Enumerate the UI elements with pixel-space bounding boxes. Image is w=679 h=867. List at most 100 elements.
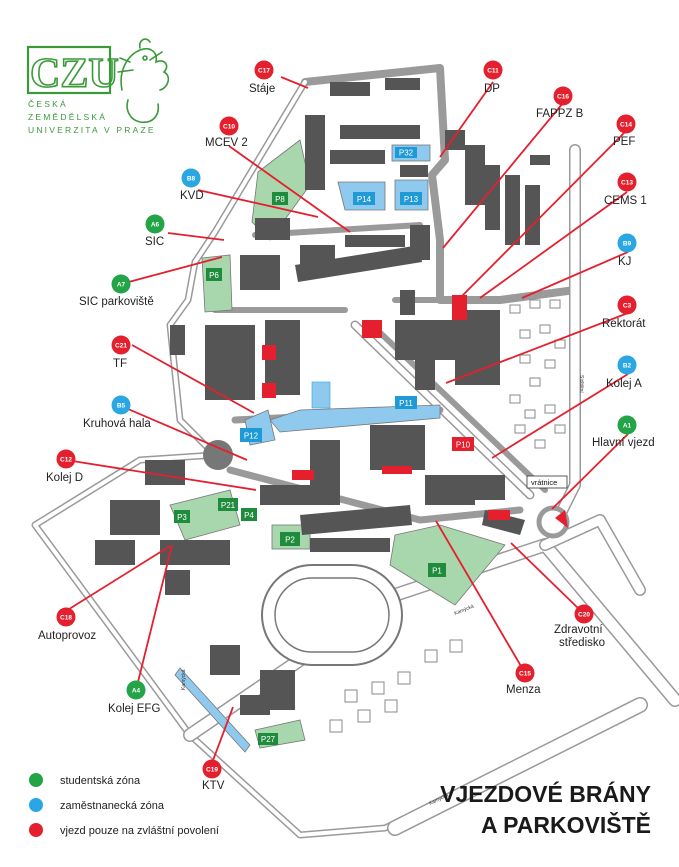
round-hall xyxy=(203,440,233,470)
gate-c3-code: C3 xyxy=(623,302,632,309)
sports-stadium xyxy=(261,564,403,666)
gate-c16-label: FAPPZ B xyxy=(536,108,584,120)
parking-p3-code: P3 xyxy=(177,513,187,522)
gate-a1-label: Hlavní vjezd xyxy=(592,437,655,449)
gate-c21-code: C21 xyxy=(115,342,127,349)
residential-houses xyxy=(329,299,566,733)
parking-p21: P21 xyxy=(218,498,238,511)
student-zones xyxy=(169,139,506,749)
legend-item-restricted: vjezd pouze na zvláštní povolení xyxy=(29,823,219,837)
logo-line2: ZEMĚDĚLSKÁ xyxy=(28,112,107,122)
map-title-line2: A PARKOVIŠTĚ xyxy=(481,811,651,838)
gate-c17-label: Stáje xyxy=(249,83,275,95)
sports-court xyxy=(311,381,331,409)
gate-a7-label: SIC parkoviště xyxy=(79,296,154,308)
logo-line3: UNIVERZITA V PRAZE xyxy=(28,125,156,135)
gate-a4-label: Kolej EFG xyxy=(108,703,160,715)
restricted-areas xyxy=(262,295,568,528)
staff-zones xyxy=(174,144,441,753)
gate-b2-label: Kolej A xyxy=(606,378,642,390)
gate-c3-label: Rektorát xyxy=(602,318,646,330)
gate-c15-code: C15 xyxy=(519,670,531,677)
parking-p2: P2 xyxy=(280,532,300,546)
legend-label: zaměstnanecká zóna xyxy=(60,800,165,812)
gate-c20-label-line1: Zdravotní xyxy=(554,624,603,636)
legend-item-staff: zaměstnanecká zóna xyxy=(29,798,165,812)
parking-p1: P1 xyxy=(428,563,446,577)
gate-a4-code: A4 xyxy=(132,687,141,694)
legend-item-student: studentská zóna xyxy=(29,773,141,787)
gate-c14-code: C14 xyxy=(620,121,632,128)
legend: studentská zóna zaměstnanecká zóna vjezd… xyxy=(29,773,219,837)
gate-c20-code: C20 xyxy=(578,611,590,618)
gate-c20-label-line2: středisko xyxy=(559,637,605,649)
parking-p27-code: P27 xyxy=(261,735,276,744)
gate-a6-code: A6 xyxy=(151,221,160,228)
parking-p2-code: P2 xyxy=(285,536,295,545)
parking-p14-code: P14 xyxy=(357,195,372,204)
logo-mark-frame xyxy=(26,45,112,95)
parking-p27: P27 xyxy=(258,733,278,745)
logo-line1: ČESKÁ xyxy=(28,99,68,109)
legend-label: vjezd pouze na zvláštní povolení xyxy=(60,825,219,837)
parking-p32-code: P32 xyxy=(399,149,414,158)
gate-c10-code: C10 xyxy=(223,123,235,130)
gate-b9-label: KJ xyxy=(618,256,631,268)
parking-p14: P14 xyxy=(353,192,375,205)
gate-c15-label: Menza xyxy=(506,684,541,696)
road-label: Kamýcká xyxy=(454,604,476,617)
gate-b5-label: Kruhová hala xyxy=(83,418,151,430)
gate-leader-lines xyxy=(65,76,629,764)
gatehouse-label: vrátnice xyxy=(531,478,557,487)
gate-b5-code: B5 xyxy=(117,402,126,409)
legend-label: studentská zóna xyxy=(60,775,141,787)
gate-c18-code: C18 xyxy=(60,614,72,621)
gate-c13-code: C13 xyxy=(621,179,633,186)
road-network xyxy=(31,64,679,839)
road-label: Kamýcká xyxy=(181,669,187,690)
parking-p4-code: P4 xyxy=(244,511,254,520)
map-title-line1: VJEZDOVÉ BRÁNY xyxy=(440,780,651,807)
parking-markers: P32 P14 P13 P8 P6 P11 P12 P10 P3 P21 P4 … xyxy=(174,147,474,745)
parking-p3: P3 xyxy=(174,510,190,523)
gate-a6-label: SIC xyxy=(145,236,164,248)
gate-c17-code: C17 xyxy=(258,67,270,74)
gate-c19-code: C19 xyxy=(206,766,218,773)
parking-p8: P8 xyxy=(272,192,288,205)
gate-a1-code: A1 xyxy=(623,422,632,429)
gate-c19-label: KTV xyxy=(202,780,225,792)
parking-p6-code: P6 xyxy=(209,271,219,280)
gatehouse: vrátnice xyxy=(526,475,568,489)
gate-b9-code: B9 xyxy=(623,240,632,247)
parking-p13-code: P13 xyxy=(404,195,419,204)
parking-p21-code: P21 xyxy=(221,501,236,510)
czu-logo: CZU ČESKÁ ZEMĚDĚLSKÁ UNIVERZITA V PRAZE xyxy=(26,38,170,135)
gate-c10-label: MCEV 2 xyxy=(205,137,248,149)
gate-c12-label: Kolej D xyxy=(46,472,83,484)
parking-p13: P13 xyxy=(400,192,422,205)
parking-p10-code: P10 xyxy=(456,441,471,450)
parking-p8-code: P8 xyxy=(275,195,285,204)
gate-c12-code: C12 xyxy=(60,456,72,463)
gate-c13-label: CEMS 1 xyxy=(604,195,647,207)
gate-b8-code: B8 xyxy=(187,175,196,182)
